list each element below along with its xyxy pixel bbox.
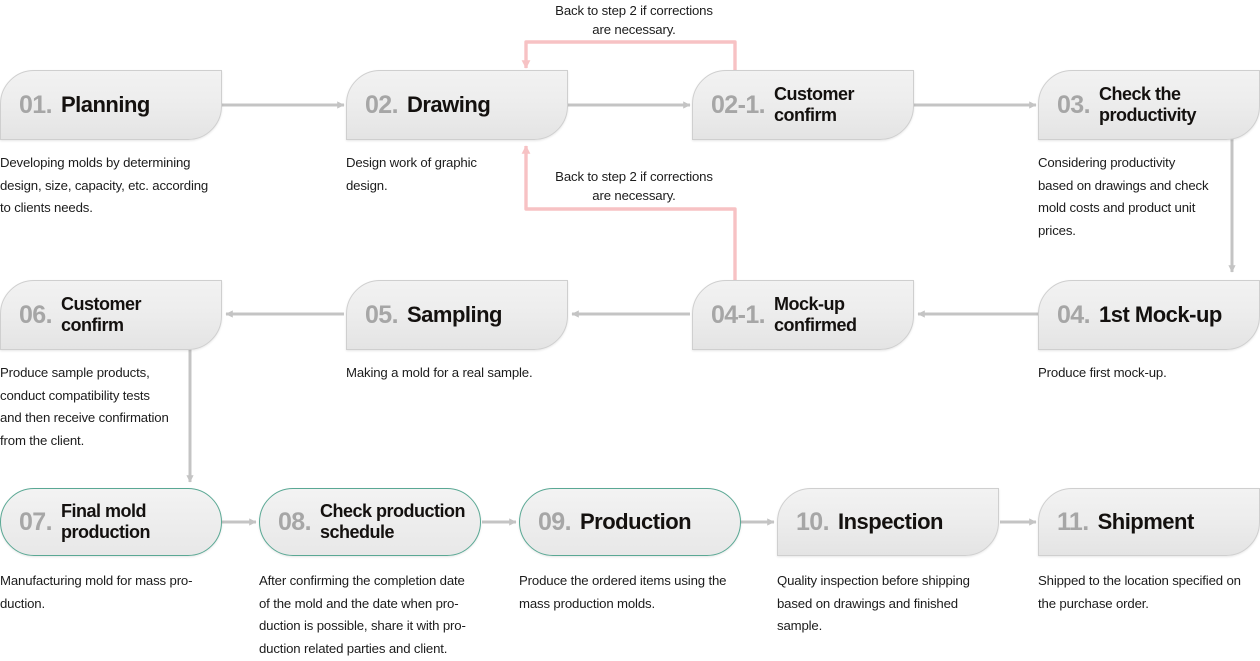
step-title: Production	[579, 508, 692, 534]
step-title: 1st Mock-up	[1098, 301, 1222, 327]
step-title: Sampling	[406, 301, 503, 327]
step-box-check-productivity[interactable]: 03. Check the productivity	[1038, 70, 1260, 140]
step-number: 09.	[538, 507, 572, 536]
step-box-mockup-confirmed[interactable]: 04-1. Mock-up confirmed	[692, 280, 914, 350]
step-title: Customer confirm	[773, 84, 855, 125]
step-desc-inspection: Quality inspection before shipping based…	[777, 573, 970, 634]
step-box-final-mold-production[interactable]: 07. Final mold production	[0, 488, 222, 556]
step-number: 04-1.	[711, 300, 766, 329]
step-desc-check-production-schedule: After confirming the completion date of …	[259, 573, 466, 657]
step-number: 06.	[19, 300, 53, 329]
step-desc-shipment: Shipped to the location specified on the…	[1038, 573, 1241, 611]
step-number: 01.	[19, 90, 53, 119]
step-number: 02.	[365, 90, 399, 119]
step-title: Mock-up confirmed	[773, 294, 857, 335]
step-title: Final mold production	[60, 501, 150, 542]
step-number: 08.	[278, 507, 312, 536]
loop-note-top: Back to step 2 if corrections are necess…	[555, 3, 713, 37]
step-desc-check-productivity: Considering productivity based on drawin…	[1038, 155, 1209, 239]
step-number: 02-1.	[711, 90, 766, 119]
step-number: 05.	[365, 300, 399, 329]
step-box-production[interactable]: 09. Production	[519, 488, 741, 556]
step-desc-planning: Developing molds by determining design, …	[0, 155, 209, 216]
step-number: 07.	[19, 507, 53, 536]
step-desc-drawing: Design work of graphic design.	[346, 155, 477, 193]
step-number: 10.	[796, 507, 830, 536]
step-desc-sampling: Making a mold for a real sample.	[346, 365, 533, 380]
step-title: Shipment	[1097, 508, 1195, 534]
loop-note-middle: Back to step 2 if corrections are necess…	[555, 169, 713, 203]
step-desc-final-mold-production: Manufacturing mold for mass pro- duction…	[0, 573, 193, 611]
step-title: Drawing	[406, 91, 491, 117]
loop-arrow-customer1-to-drawing	[521, 40, 737, 70]
loop-arrow-mockupconfirmed-to-drawing	[521, 145, 737, 280]
step-title: Customer confirm	[60, 294, 142, 335]
step-number: 11.	[1057, 507, 1089, 536]
step-box-first-mockup[interactable]: 04. 1st Mock-up	[1038, 280, 1260, 350]
step-desc-customer-confirm-2: Produce sample products, conduct compati…	[0, 365, 169, 449]
step-box-customer-confirm-2[interactable]: 06. Customer confirm	[0, 280, 222, 350]
step-box-inspection[interactable]: 10. Inspection	[777, 488, 999, 556]
step-box-sampling[interactable]: 05. Sampling	[346, 280, 568, 350]
step-box-check-production-schedule[interactable]: 08. Check production schedule	[259, 488, 481, 556]
step-title: Planning	[60, 91, 150, 117]
step-number: 04.	[1057, 300, 1091, 329]
step-number: 03.	[1057, 90, 1091, 119]
step-title: Check the productivity	[1098, 84, 1197, 125]
step-title: Inspection	[837, 508, 944, 534]
step-desc-production: Produce the ordered items using the mass…	[519, 573, 727, 611]
step-box-shipment[interactable]: 11. Shipment	[1038, 488, 1260, 556]
step-title: Check production schedule	[319, 501, 466, 542]
step-box-drawing[interactable]: 02. Drawing	[346, 70, 568, 140]
step-box-planning[interactable]: 01. Planning	[0, 70, 222, 140]
step-box-customer-confirm-1[interactable]: 02-1. Customer confirm	[692, 70, 914, 140]
step-desc-first-mockup: Produce first mock-up.	[1038, 365, 1167, 380]
